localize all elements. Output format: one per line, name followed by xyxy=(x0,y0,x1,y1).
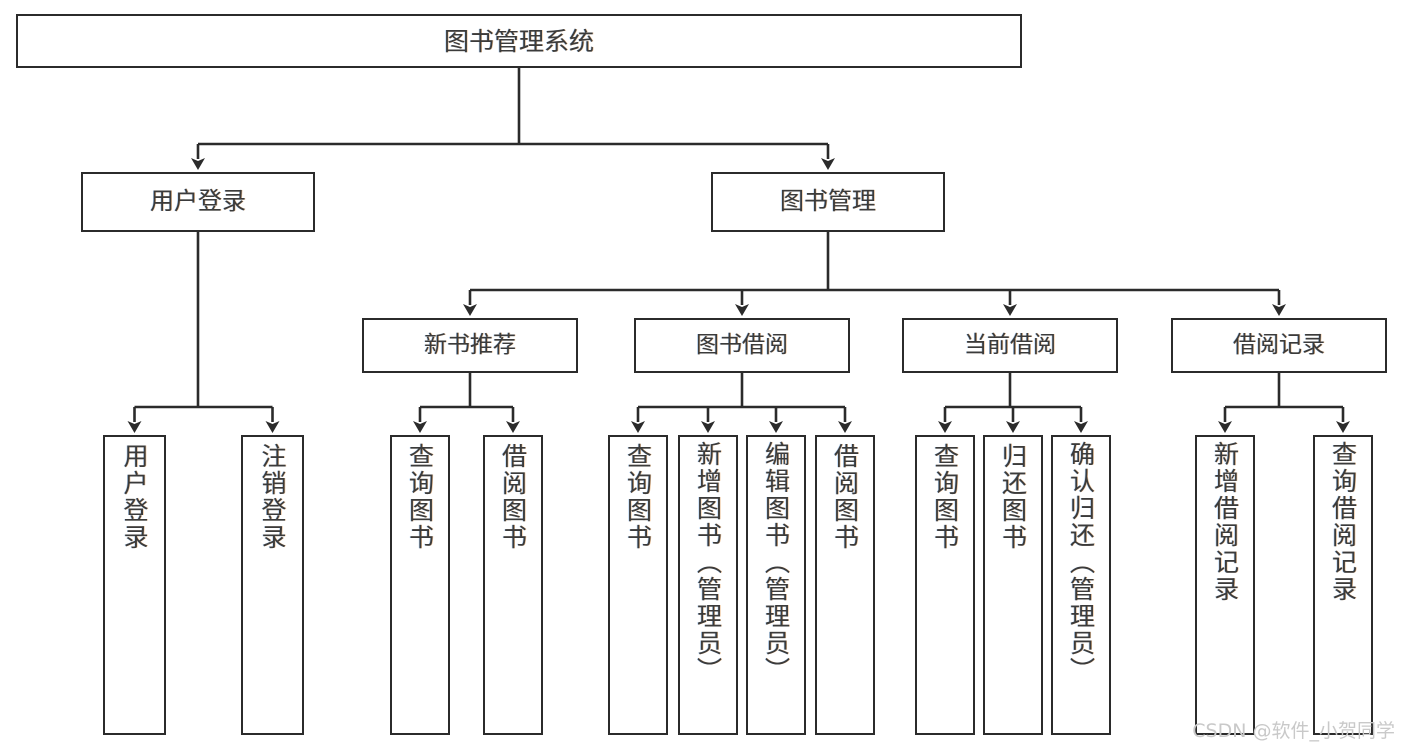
node-l-bor3[interactable]: 编辑图书（管理员） xyxy=(746,435,806,735)
node-label: 用户登录 xyxy=(150,187,246,216)
node-label: 新增图书（管理员） xyxy=(693,441,723,684)
node-label: 用户登录 xyxy=(120,443,149,551)
node-label: 确认归还（管理员） xyxy=(1066,441,1096,684)
node-label: 注销登录 xyxy=(258,443,287,551)
node-n-newbook[interactable]: 新书推荐 xyxy=(362,318,578,373)
node-l-login2[interactable]: 注销登录 xyxy=(241,435,304,735)
node-n-current[interactable]: 当前借阅 xyxy=(902,318,1118,373)
node-label: 借阅图书 xyxy=(830,443,860,551)
node-l-cur1[interactable]: 查询图书 xyxy=(915,435,975,735)
node-label: 查询图书 xyxy=(623,443,653,551)
node-label: 新书推荐 xyxy=(424,332,516,359)
node-l-new1[interactable]: 查询图书 xyxy=(390,435,450,735)
node-n-record[interactable]: 借阅记录 xyxy=(1171,318,1387,373)
node-l-new2[interactable]: 借阅图书 xyxy=(483,435,543,735)
node-l-bor4[interactable]: 借阅图书 xyxy=(815,435,875,735)
node-label: 借阅记录 xyxy=(1233,332,1325,359)
node-l-rec2[interactable]: 查询借阅记录 xyxy=(1313,435,1373,735)
node-label: 新增借阅记录 xyxy=(1210,441,1240,603)
node-label: 当前借阅 xyxy=(964,332,1056,359)
node-label: 查询图书 xyxy=(405,443,435,551)
node-label: 查询图书 xyxy=(930,443,960,551)
node-label: 归还图书 xyxy=(998,443,1028,551)
watermark: CSDN @软件_小贺同学 xyxy=(1192,720,1395,742)
node-l-cur3[interactable]: 确认归还（管理员） xyxy=(1051,435,1111,735)
node-l-bor1[interactable]: 查询图书 xyxy=(608,435,668,735)
node-label: 查询借阅记录 xyxy=(1328,441,1358,603)
node-l-login1[interactable]: 用户登录 xyxy=(103,435,166,735)
node-n-login[interactable]: 用户登录 xyxy=(81,172,315,232)
node-l-rec1[interactable]: 新增借阅记录 xyxy=(1195,435,1255,735)
node-label: 图书管理 xyxy=(780,187,876,216)
node-l-bor2[interactable]: 新增图书（管理员） xyxy=(678,435,738,735)
node-n-bookmgmt[interactable]: 图书管理 xyxy=(711,172,945,232)
node-l-cur2[interactable]: 归还图书 xyxy=(983,435,1043,735)
node-n-borrow[interactable]: 图书借阅 xyxy=(634,318,850,373)
node-label: 编辑图书（管理员） xyxy=(761,441,791,684)
node-label: 借阅图书 xyxy=(498,443,528,551)
node-root[interactable]: 图书管理系统 xyxy=(16,14,1022,68)
node-label: 图书管理系统 xyxy=(443,26,594,56)
node-label: 图书借阅 xyxy=(696,332,788,359)
